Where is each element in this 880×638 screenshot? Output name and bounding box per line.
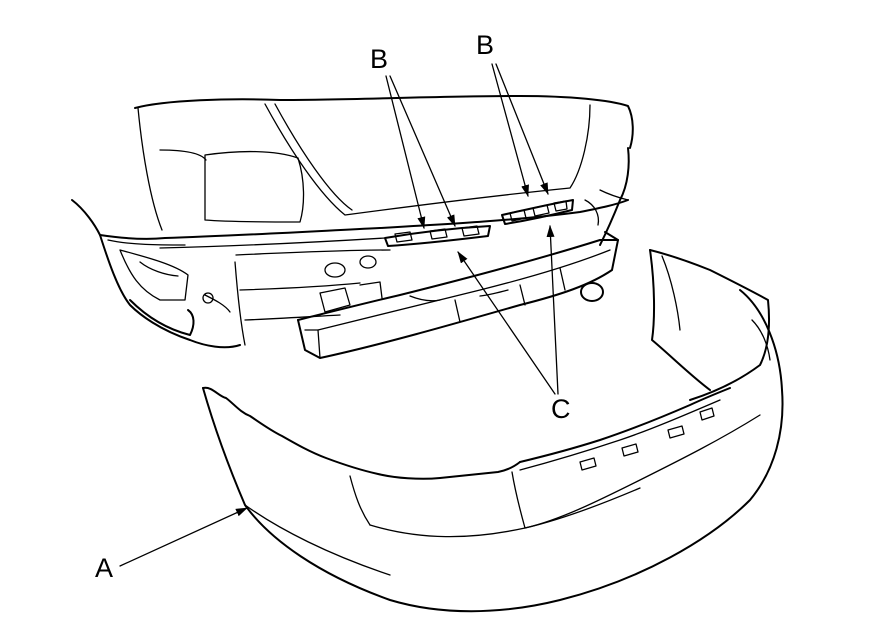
leader-b-left-2: [389, 75, 456, 227]
leader-c-2: [546, 225, 559, 395]
left-clip-bracket: [384, 225, 491, 247]
rear-bumper-cover: [202, 249, 784, 613]
vehicle-rear-body: [71, 95, 634, 349]
leader-b-right-1: [491, 63, 529, 197]
callout-label-a: A: [95, 553, 114, 583]
callout-label-c: C: [551, 394, 571, 424]
right-clip-bracket: [501, 199, 574, 225]
leader-b-left-1: [385, 75, 426, 229]
callout-leaders: [119, 63, 559, 567]
leader-b-right-2: [495, 63, 549, 195]
leader-c-1: [457, 251, 556, 395]
callout-label-b-right: B: [476, 30, 495, 60]
callout-label-b-left: B: [370, 44, 389, 74]
leader-a: [119, 507, 248, 567]
